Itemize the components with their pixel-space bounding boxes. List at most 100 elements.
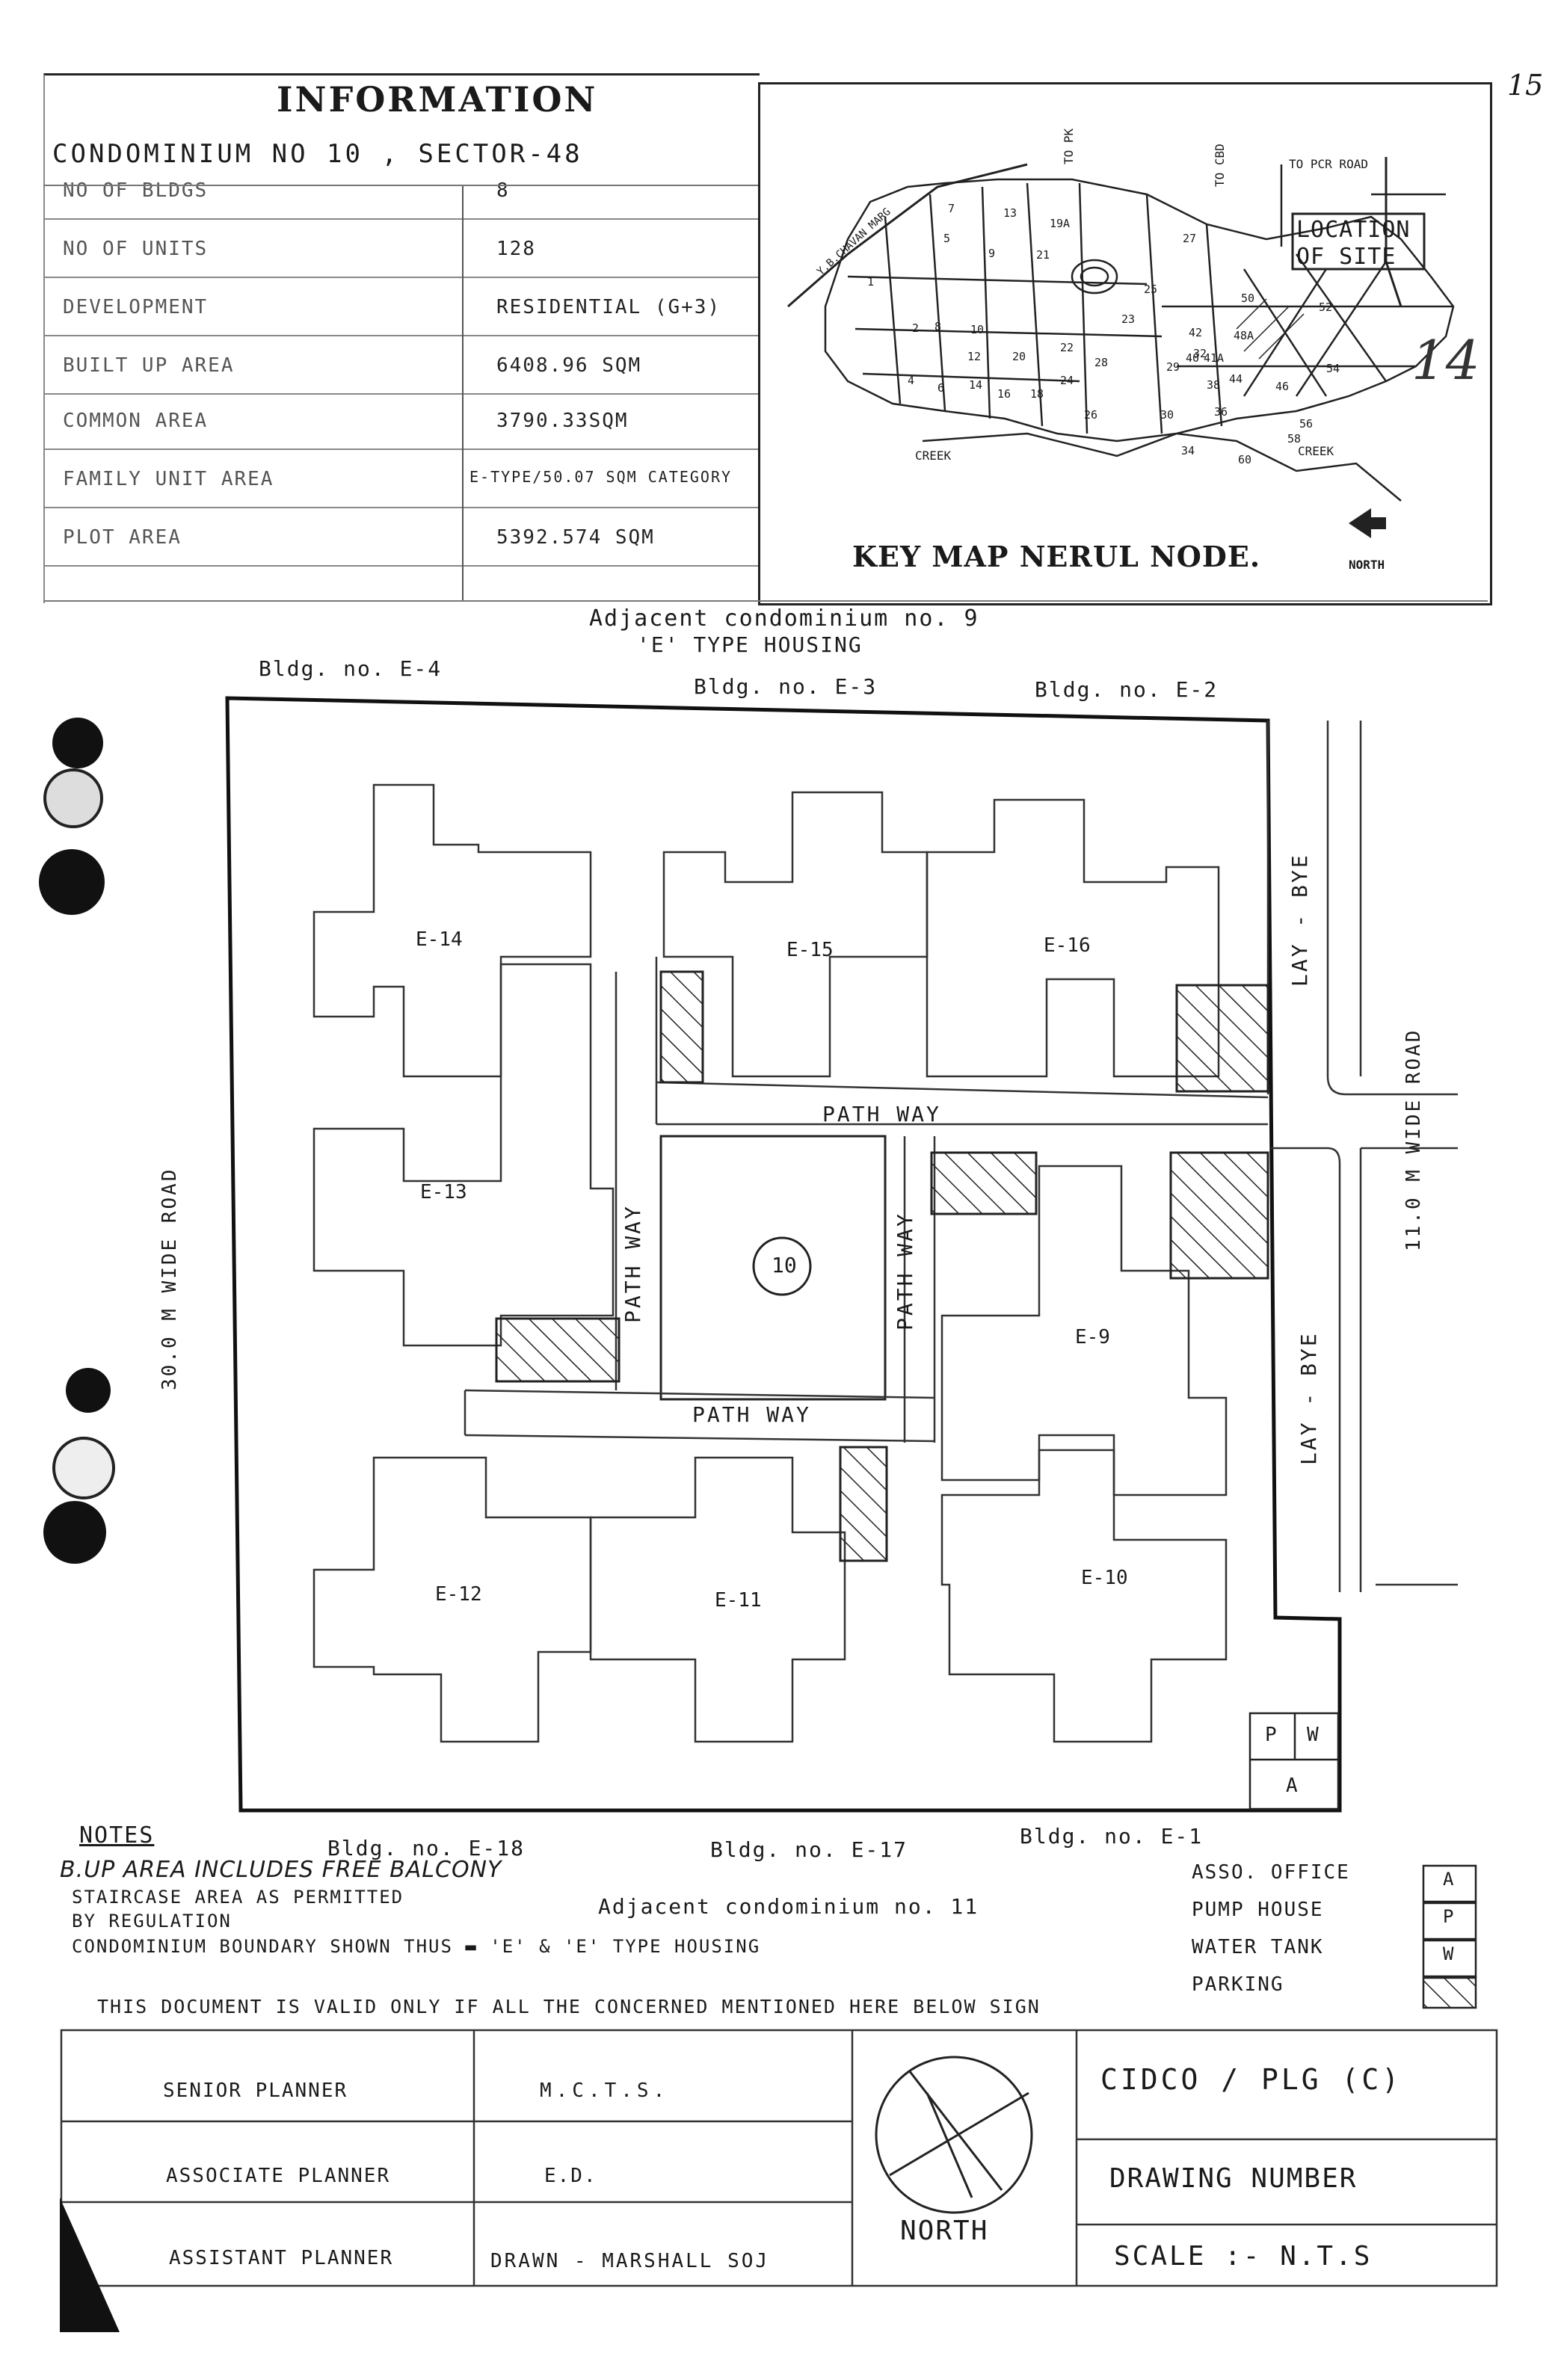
sector-label: 30	[1160, 408, 1174, 422]
info-value: E-TYPE/50.07 SQM CATEGORY	[469, 468, 733, 486]
info-row-rule	[43, 335, 758, 336]
pathway-right: PATH WAY	[893, 1212, 917, 1331]
sector-label: 23	[1121, 312, 1136, 326]
legend-label: ASSO. OFFICE	[1192, 1861, 1350, 1884]
legend-code: P	[1443, 1906, 1454, 1927]
sector-label: 27	[1183, 232, 1197, 245]
building-label: E-13	[420, 1181, 467, 1203]
sector-label: 5	[943, 232, 951, 245]
adjacent-top-1: Adjacent condominium no. 9	[589, 605, 979, 632]
building-label: E-14	[416, 928, 463, 951]
bldg-top-e3: Bldg. no. E-3	[694, 674, 878, 699]
handwritten-margin: 14	[1411, 329, 1480, 392]
info-subtitle: CONDOMINIUM NO 10 , SECTOR-48	[52, 139, 583, 169]
info-label: NO OF UNITS	[63, 238, 209, 260]
info-label: PLOT AREA	[63, 526, 182, 549]
compass-north: NORTH	[900, 2216, 989, 2246]
info-label: FAMILY UNIT AREA	[63, 468, 274, 490]
sector-label: 6	[937, 381, 945, 395]
bldg-bottom-e17: Bldg. no. E-17	[710, 1837, 908, 1862]
road-left: 30.0 M WIDE ROAD	[158, 1167, 181, 1390]
sector-label: 46	[1275, 380, 1290, 393]
binder-holes	[39, 718, 115, 1564]
notes-heading: NOTES	[79, 1822, 155, 1849]
role-associate: ASSOCIATE PLANNER	[166, 2165, 391, 2187]
legend-label: PARKING	[1192, 1973, 1284, 1996]
info-row-rule	[43, 218, 758, 220]
corner-triangle	[60, 2198, 120, 2332]
info-value: 5392.574 SQM	[496, 526, 655, 549]
sector-label: 14	[969, 378, 983, 392]
info-value: RESIDENTIAL (G+3)	[496, 296, 721, 318]
sector-label: 32	[1193, 347, 1207, 360]
lay-bye-bottom: LAY - BYE	[1296, 1331, 1321, 1465]
creek-label-1: CREEK	[915, 448, 952, 463]
info-table	[43, 73, 760, 603]
sector-label: 7	[948, 202, 955, 215]
sector-label: 21	[1036, 248, 1050, 262]
sector-label: 38	[1207, 378, 1221, 392]
adjacent-top-2: 'E' TYPE HOUSING	[637, 632, 863, 657]
bldg-top-e4: Bldg. no. E-4	[259, 656, 443, 681]
road-label-pcr: TO PCR ROAD	[1289, 157, 1368, 171]
notes-line-2: STAIRCASE AREA AS PERMITTED	[72, 1887, 404, 1908]
drawing-number: DRAWING NUMBER	[1109, 2163, 1358, 2194]
sector-label: 40	[1186, 351, 1200, 365]
org-label: CIDCO / PLG (C)	[1100, 2063, 1402, 2096]
sector-label: 24	[1060, 374, 1074, 387]
pwa-a: A	[1286, 1775, 1298, 1797]
validity-note: THIS DOCUMENT IS VALID ONLY IF ALL THE C…	[97, 1996, 1041, 2017]
legend-label: PUMP HOUSE	[1192, 1899, 1324, 1921]
bldg-bottom-e1: Bldg. no. E-1	[1020, 1824, 1204, 1849]
info-heading: INFORMATION	[277, 79, 598, 120]
notes-line-4: CONDOMINIUM BOUNDARY SHOWN THUS ▬ 'E' & …	[72, 1936, 761, 1957]
sector-label: 20	[1012, 350, 1026, 363]
sector-label: 48A	[1234, 329, 1254, 342]
legend-code: W	[1443, 1943, 1454, 1964]
road-right: 11.0 M WIDE ROAD	[1402, 1028, 1425, 1251]
sector-label: 26	[1084, 408, 1098, 422]
sector-label: 19A	[1050, 217, 1071, 230]
info-column-rule	[462, 185, 464, 601]
info-value: 6408.96 SQM	[496, 354, 642, 377]
sector-label: 34	[1181, 444, 1195, 457]
sector-label: 1	[867, 275, 875, 289]
sector-label: 4	[908, 374, 915, 387]
legend-label: WATER TANK	[1192, 1936, 1324, 1958]
condo-number: 10	[772, 1253, 797, 1277]
sector-label: 25	[1144, 283, 1158, 296]
sector-label: 18	[1030, 387, 1044, 401]
info-row-rule	[43, 277, 758, 278]
sector-label: 10	[970, 323, 985, 336]
location-label-1: LOCATION	[1296, 217, 1411, 243]
notes-line-3: BY REGULATION	[72, 1911, 232, 1932]
info-row-rule	[43, 393, 758, 395]
info-label: DEVELOPMENT	[63, 296, 209, 318]
sector-label: 13	[1003, 206, 1017, 220]
keymap-title: KEY MAP NERUL NODE.	[852, 540, 1261, 573]
info-row-rule	[43, 448, 758, 450]
keymap-panel	[758, 82, 1492, 605]
sector-label: 50	[1241, 292, 1255, 305]
sector-label: 2	[912, 321, 920, 335]
sector-label: 52	[1319, 300, 1333, 314]
sector-label: 9	[988, 247, 996, 260]
building-label: E-15	[786, 939, 834, 961]
info-value: 128	[496, 238, 536, 260]
notes-line-1: B.UP AREA INCLUDES FREE BALCONY	[60, 1857, 502, 1883]
sector-label: 60	[1238, 453, 1252, 466]
sector-label: 12	[967, 350, 982, 363]
info-row-rule	[43, 507, 758, 508]
sector-label: 54	[1326, 362, 1340, 375]
sector-label: 8	[934, 320, 942, 333]
pathway-left: PATH WAY	[621, 1204, 645, 1323]
info-row-rule	[43, 565, 758, 567]
sector-label: 42	[1189, 326, 1203, 339]
pwa-w: W	[1307, 1724, 1319, 1746]
adjacent-bottom: Adjacent condominium no. 11	[598, 1894, 979, 1919]
sector-label: 36	[1214, 405, 1228, 419]
building-label: E-12	[435, 1583, 482, 1606]
pathway-top: PATH WAY	[822, 1102, 941, 1126]
location-label-2: OF SITE	[1296, 244, 1397, 270]
